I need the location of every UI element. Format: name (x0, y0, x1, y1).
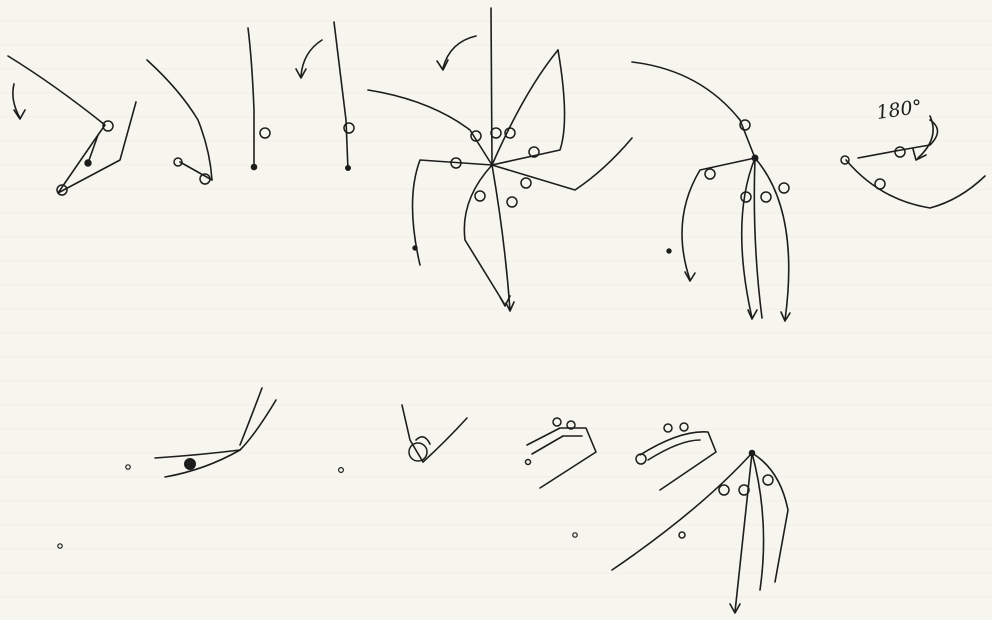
dot-marker-icon (667, 249, 671, 253)
knot-marker-icon (719, 485, 729, 495)
figure-5-star (368, 8, 632, 311)
dot-marker-icon (85, 160, 91, 166)
figure-9 (402, 405, 467, 462)
knot-marker-icon (507, 197, 517, 207)
knot-marker-icon (779, 183, 789, 193)
knot-marker-icon (741, 192, 751, 202)
figure-11 (636, 423, 716, 490)
knot-marker-icon (636, 454, 646, 464)
knot-marker-icon (895, 147, 905, 157)
knot-marker-icon (475, 191, 485, 201)
dot-marker-icon (339, 468, 344, 473)
arrowhead-icon (748, 310, 757, 319)
figure-10 (526, 418, 597, 537)
knot-marker-icon (680, 423, 688, 431)
knot-marker-icon (344, 123, 354, 133)
dot-marker-icon (752, 155, 758, 161)
knot-marker-icon (841, 156, 849, 164)
arrowhead-icon (685, 272, 695, 281)
dot-marker-icon (573, 533, 577, 537)
figure-8 (58, 388, 344, 548)
rotation-arrow-icon (918, 116, 933, 158)
dot-marker-icon (126, 465, 130, 469)
arrowhead-icon (500, 296, 510, 306)
knot-marker-icon (553, 418, 561, 426)
curved-arrow-icon (301, 40, 322, 76)
knot-marker-icon (763, 475, 773, 485)
figure-2 (147, 60, 212, 184)
dot-marker-icon (58, 544, 62, 548)
figure-6-fan (632, 62, 790, 321)
curved-arrow-icon (443, 36, 476, 68)
knot-marker-icon (260, 128, 270, 138)
dot-marker-icon (346, 166, 351, 171)
dot-marker-icon (749, 450, 755, 456)
dot-marker-icon (251, 164, 257, 170)
dot-marker-icon (413, 246, 417, 250)
knot-marker-icon (875, 179, 885, 189)
dot-marker-icon (185, 459, 196, 470)
figure-1 (8, 56, 136, 195)
knot-marker-icon (761, 192, 771, 202)
knot-marker-icon (664, 424, 672, 432)
knot-marker-icon (526, 460, 531, 465)
figure-4 (296, 22, 354, 171)
knot-marker-icon (705, 169, 715, 179)
figure-3 (248, 28, 270, 170)
knot-marker-icon (521, 178, 531, 188)
figure-7-rotation (841, 116, 985, 208)
figure-12-fan (612, 450, 788, 613)
knot-marker-icon (679, 532, 685, 538)
